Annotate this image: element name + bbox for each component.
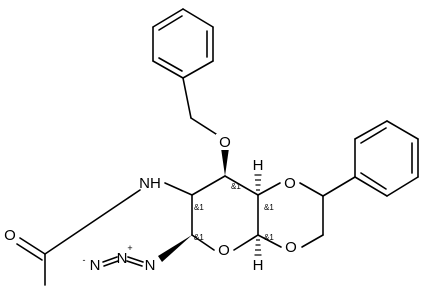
hashed-bond-c5-h	[254, 239, 262, 256]
atom-o-pyranose: O	[218, 242, 230, 259]
stereo-labels: &1 &1 &1 &1 &1	[194, 182, 274, 242]
benzyl-phenyl-ring	[152, 8, 214, 79]
acetal-phenyl-ring	[354, 120, 419, 197]
pyranose-ring-bonds	[191, 175, 259, 251]
azide-plus-charge: +	[127, 243, 132, 253]
atom-h-c4: H	[253, 157, 264, 174]
atom-o-dioxane-top: O	[284, 175, 296, 192]
wedge-bond-c3-o	[221, 148, 229, 176]
atom-azide-n-attached: N	[145, 257, 156, 274]
bond-c2-nh	[164, 182, 193, 196]
bond-acetal-phenyl	[322, 176, 356, 197]
stereo-label-c4: &1	[264, 203, 274, 212]
benzylic-bond-1	[182, 77, 192, 119]
hashed-bond-c4-h	[254, 174, 262, 191]
atom-o-carbonyl: O	[4, 227, 16, 244]
wedge-bond-c1-n	[158, 235, 192, 262]
atom-azide-n-central: N	[117, 250, 128, 267]
stereo-label-c3: &1	[231, 182, 241, 191]
atom-nh-amide: NH	[139, 175, 161, 192]
atom-labels: O NH O O O O H H N - N + N	[4, 134, 297, 274]
atom-azide-n-terminal: N	[90, 257, 101, 274]
benzylic-bond-2	[190, 117, 217, 135]
azide-minus-charge: -	[83, 255, 86, 265]
stereo-label-c1: &1	[194, 233, 204, 242]
stereo-label-c2: &1	[194, 203, 204, 212]
azide-bonds	[102, 256, 144, 267]
atom-o-benzyloxy: O	[219, 134, 231, 151]
acetyl-group-bonds	[16, 189, 141, 286]
atom-o-dioxane-bottom: O	[285, 239, 297, 256]
atom-h-c5: H	[253, 257, 264, 274]
stereo-label-c5: &1	[264, 233, 274, 242]
dioxane-ring-bonds	[257, 182, 324, 248]
